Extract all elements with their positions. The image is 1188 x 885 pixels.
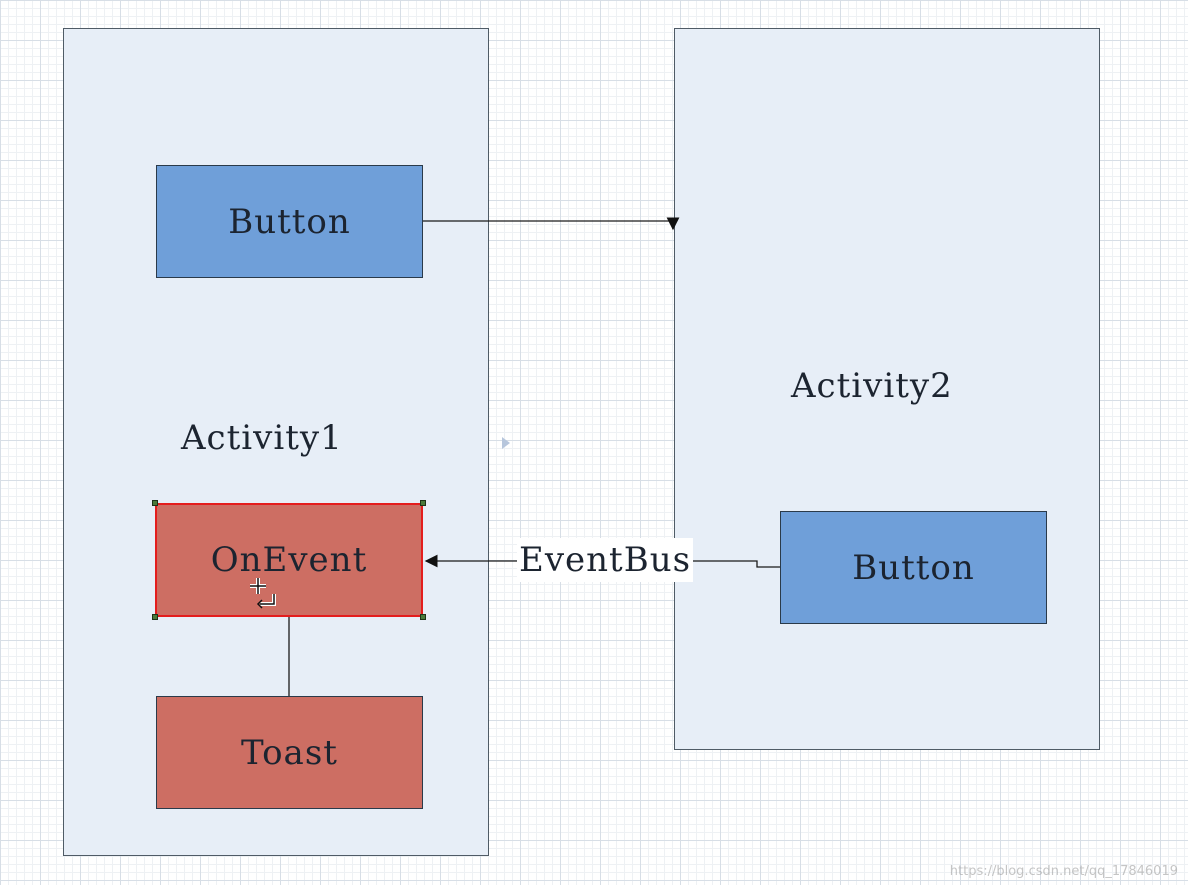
toast-box[interactable]: Toast xyxy=(156,696,423,809)
watermark: https://blog.csdn.net/qq_17846019 xyxy=(949,864,1178,879)
selection-handle[interactable] xyxy=(420,500,426,506)
onevent-box[interactable]: OnEvent xyxy=(155,503,423,617)
selection-handle[interactable] xyxy=(152,614,158,620)
selection-handle[interactable] xyxy=(152,500,158,506)
move-cursor-icon xyxy=(250,578,276,609)
panel-edge-marker xyxy=(502,437,510,449)
eventbus-label: EventBus xyxy=(517,538,694,582)
activity2-button[interactable]: Button xyxy=(780,511,1047,624)
activity1-button[interactable]: Button xyxy=(156,165,423,278)
selection-handle[interactable] xyxy=(420,614,426,620)
activity2-label: Activity2 xyxy=(791,366,953,406)
activity1-label: Activity1 xyxy=(181,418,343,458)
activity2-panel[interactable] xyxy=(674,28,1100,750)
